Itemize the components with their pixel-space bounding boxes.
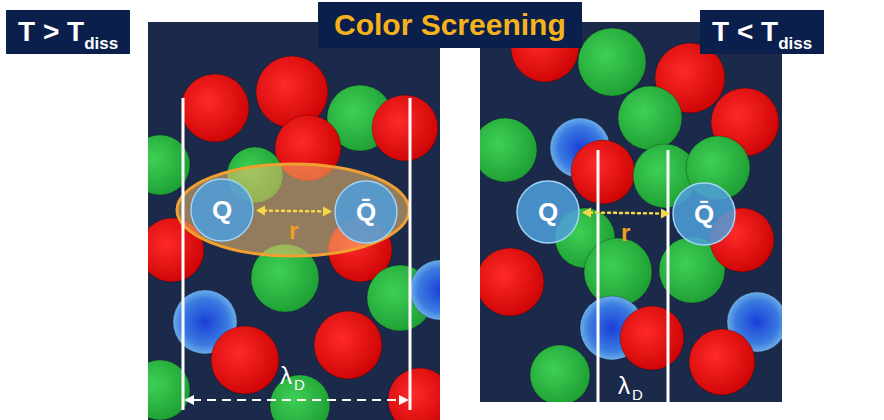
debye-length-symbol: λ [280,362,292,390]
quark-symbol: Q̄ [694,199,714,230]
debye-length-symbol: λ [618,372,630,400]
quark-symbol: Q [212,195,232,226]
parton-ball [620,306,684,370]
parton-ball [372,95,438,161]
debye-subscript: D [632,386,643,403]
parton-ball [530,345,590,402]
plasma-partons [148,56,440,420]
quark-symbol: Q̄ [356,197,376,228]
quark-symbol: Q [538,197,558,228]
subscript: diss [84,34,118,53]
temperature-text: T > T [18,16,84,47]
parton-ball [270,375,330,420]
left-panel [148,22,440,420]
parton-ball [571,140,635,204]
parton-ball [618,86,682,150]
quark-circle: Q [190,178,254,242]
separation-label: r [621,219,630,247]
parton-ball [181,74,249,142]
parton-ball [480,118,537,182]
subscript: diss [778,34,812,53]
bound-state-ellipse [177,164,409,256]
quark-circle: Q [516,180,580,244]
debye-subscript: D [294,376,305,393]
plasma-partons [480,22,782,402]
parton-ball [689,329,755,395]
parton-ball [410,260,440,320]
parton-ball [211,326,279,394]
separation-label: r [289,217,298,245]
quark-circle: Q̄ [334,180,398,244]
temperature-label: T > Tdiss [6,10,130,54]
parton-ball [578,28,646,96]
title-banner: Color Screening [318,2,582,48]
title-text: Color Screening [334,8,566,41]
temperature-label: T < Tdiss [700,10,824,54]
debye-length-markers [183,98,668,412]
parton-ball [388,368,440,420]
parton-ball [480,248,544,316]
parton-ball [584,238,652,306]
parton-ball [314,311,382,379]
distance-arrow [256,206,332,217]
right-panel [480,22,782,402]
quark-circle: Q̄ [672,182,736,246]
temperature-text: T < T [712,16,778,47]
debye-length-arrows [184,395,667,415]
distance-arrow [582,208,670,219]
